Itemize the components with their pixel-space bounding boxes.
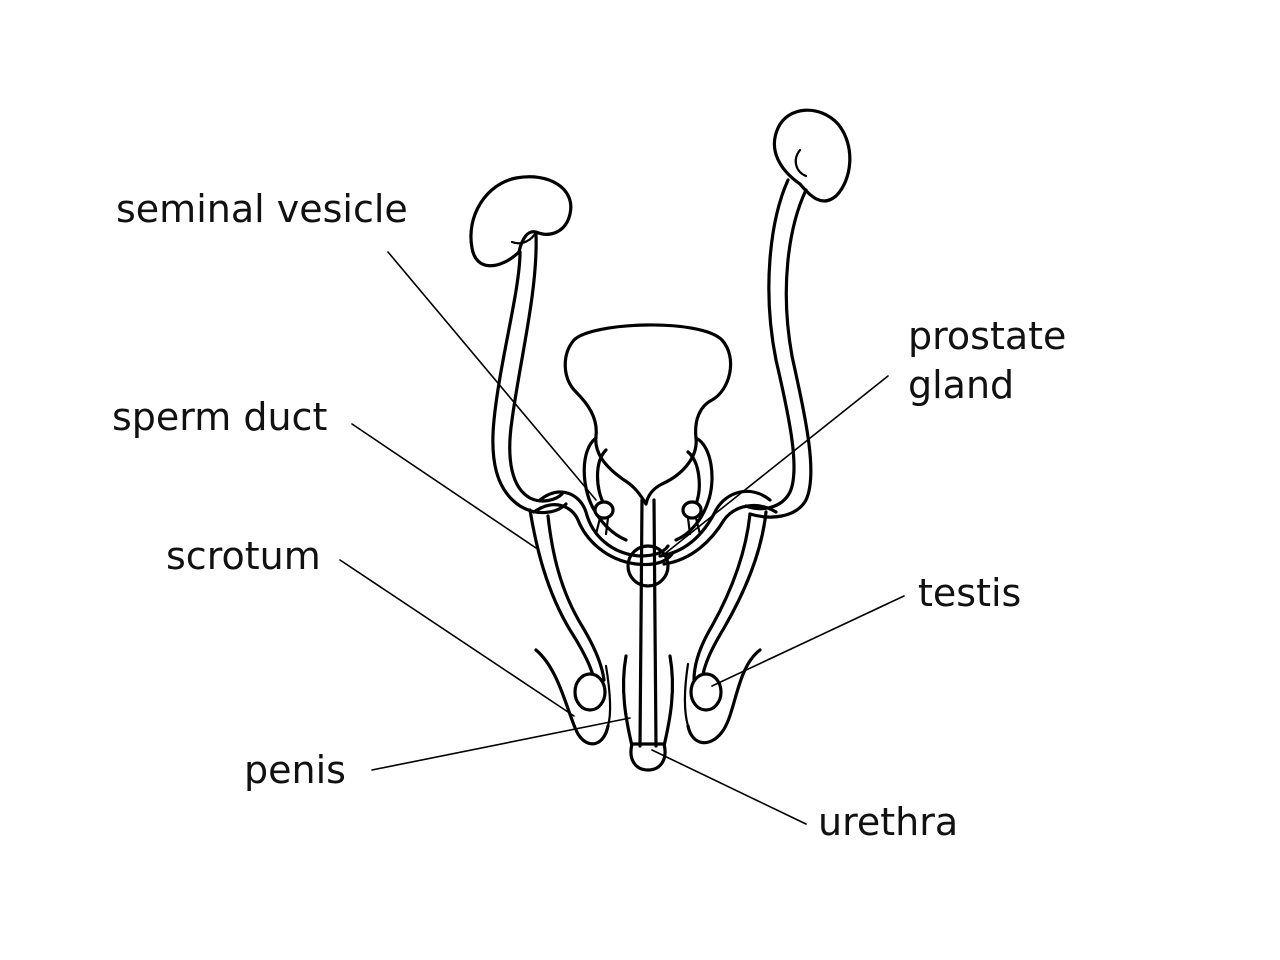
left-sperm-duct-loop-outer <box>538 490 670 558</box>
label-prostate-line1: prostate <box>908 314 1066 358</box>
leader-prostate-gland <box>661 375 889 557</box>
right-scrotum <box>686 648 762 745</box>
label-urethra: urethra <box>818 800 958 844</box>
leader-urethra <box>651 749 807 825</box>
right-scrotum-fold <box>683 662 690 728</box>
left-vesicle-duct-outer <box>491 250 568 515</box>
leader-testis <box>711 595 905 687</box>
left-descending-duct-outer <box>528 508 596 682</box>
left-scrotum-fold <box>604 664 612 728</box>
right-sperm-duct-loop-inner <box>662 503 778 566</box>
right-seminal-vesicle <box>772 108 852 203</box>
left-small-gland <box>593 500 615 520</box>
right-small-gland-stem <box>686 516 702 536</box>
right-vesicle-notch <box>794 148 808 178</box>
right-sperm-duct-loop-outer <box>658 489 772 558</box>
left-sperm-duct-loop-inner <box>532 503 674 567</box>
left-scrotum <box>534 648 610 746</box>
bladder <box>563 323 733 506</box>
label-penis: penis <box>244 748 346 792</box>
label-prostate-line2: gland <box>908 363 1014 407</box>
left-sperm-duct-arc-inner <box>595 448 608 506</box>
right-vesicle-duct-inner <box>748 188 813 519</box>
right-testis <box>689 672 723 712</box>
left-testis <box>573 672 607 712</box>
urethra-left <box>638 498 644 748</box>
right-descending-duct-outer <box>700 510 768 682</box>
right-small-gland <box>681 500 703 520</box>
label-seminal-vesicle: seminal vesicle <box>116 187 408 231</box>
prostate-gland <box>626 544 670 588</box>
label-sperm-duct: sperm duct <box>112 395 327 439</box>
label-scrotum: scrotum <box>166 534 321 578</box>
left-sperm-duct-arc <box>582 436 628 542</box>
left-vesicle-duct-inner <box>508 232 564 503</box>
right-descending-duct-inner <box>692 512 752 682</box>
leader-seminal-vesicle <box>387 251 597 501</box>
leader-scrotum <box>339 559 575 717</box>
penis-glans <box>629 742 667 772</box>
leader-sperm-duct <box>351 423 537 549</box>
right-vesicle-duct-outer <box>744 178 796 511</box>
left-descending-duct-inner <box>546 514 606 682</box>
urethra-right <box>652 498 658 748</box>
left-small-gland-stem <box>594 516 610 536</box>
right-sperm-duct-arc-inner <box>686 450 701 506</box>
penis-right-edge <box>662 654 675 748</box>
leader-penis <box>371 717 631 771</box>
label-testis: testis <box>918 571 1021 615</box>
right-sperm-duct-arc <box>674 436 714 542</box>
penis-left-edge <box>621 654 634 748</box>
